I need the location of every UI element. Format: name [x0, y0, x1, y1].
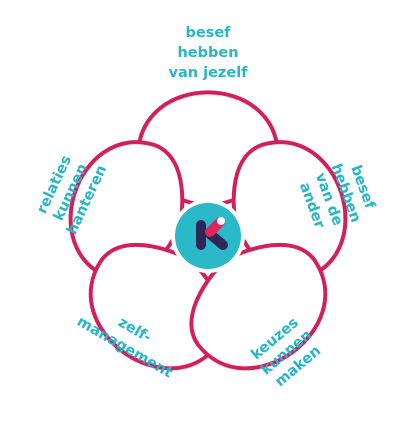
petal-bottom-right [189, 242, 328, 371]
k-logo-icon [196, 217, 228, 250]
petal-label-line: hebben [177, 45, 238, 61]
center-hub [171, 199, 245, 273]
petal-label-top: besef hebben van jezelf [169, 25, 249, 81]
petal-label-line: besef [186, 25, 232, 41]
petal-label-line: van jezelf [169, 65, 249, 81]
